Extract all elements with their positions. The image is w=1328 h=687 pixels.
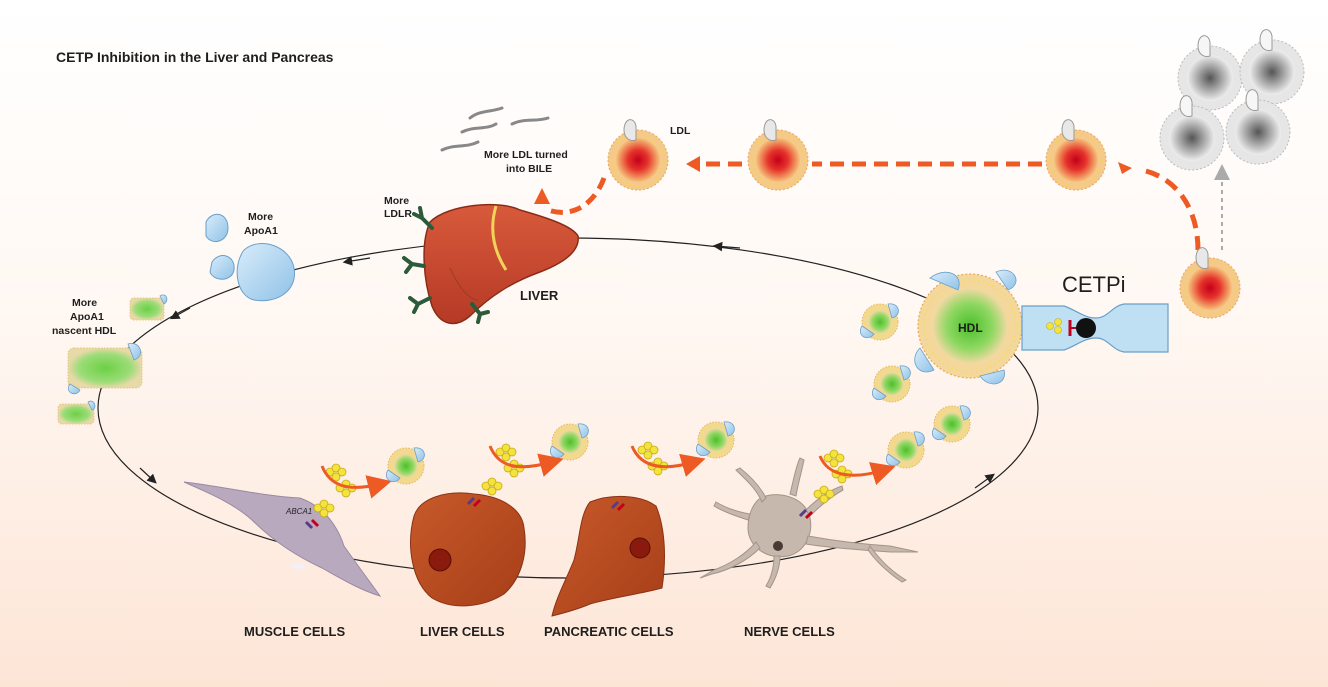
nascent-label-line3: nascent HDL xyxy=(52,325,117,337)
nascent-hdl xyxy=(57,294,168,425)
nascent-label-line1: More xyxy=(72,297,97,309)
ldl-particle xyxy=(607,118,669,191)
ldl-return-path xyxy=(534,156,1201,251)
ldl-particles xyxy=(607,118,1241,319)
abca1-label: ABCA1 xyxy=(285,507,312,516)
diagram-title: CETP Inhibition in the Liver and Pancrea… xyxy=(56,49,334,65)
cetp-tube xyxy=(1021,303,1169,353)
efflux-nerve xyxy=(813,449,896,504)
nerve-cell xyxy=(699,457,919,589)
liver-label: LIVER xyxy=(520,288,559,303)
bile-label-line1: More LDL turned xyxy=(484,149,568,161)
apoa1-label-line2: ApoA1 xyxy=(244,225,278,237)
apoa1-proteins xyxy=(205,213,295,302)
efflux-muscle xyxy=(313,447,425,518)
bile-label-line2: into BILE xyxy=(506,163,552,175)
cetp-inhibitor xyxy=(1076,318,1096,338)
liver-organ xyxy=(402,203,579,325)
cholesterol-in-tube xyxy=(1046,318,1062,334)
nerve-cells-label: NERVE CELLS xyxy=(744,624,835,639)
nascent-label-line2: ApoA1 xyxy=(70,311,104,323)
gray-particles xyxy=(1159,29,1305,250)
bile-icon xyxy=(440,106,550,152)
cetpi-label: CETPi xyxy=(1062,272,1126,297)
liver-cells-label: LIVER CELLS xyxy=(420,624,505,639)
efflux-liver xyxy=(481,423,589,496)
ldlr-label-line1: More xyxy=(384,195,409,207)
muscle-cells-label: MUSCLE CELLS xyxy=(244,624,345,639)
liver-cell xyxy=(410,492,526,607)
ldlr-label-line2: LDLR xyxy=(384,208,412,220)
muscle-cell xyxy=(183,481,382,597)
ldlr-receptors xyxy=(402,206,490,324)
pancreatic-cells-label: PANCREATIC CELLS xyxy=(544,624,674,639)
hdl-label: HDL xyxy=(958,321,983,335)
apoa1-label-line1: More xyxy=(248,211,273,223)
transport-cycle xyxy=(97,237,1039,579)
efflux-pancreatic xyxy=(630,421,735,477)
pancreatic-cell xyxy=(551,495,665,617)
ldl-label: LDL xyxy=(670,125,691,137)
